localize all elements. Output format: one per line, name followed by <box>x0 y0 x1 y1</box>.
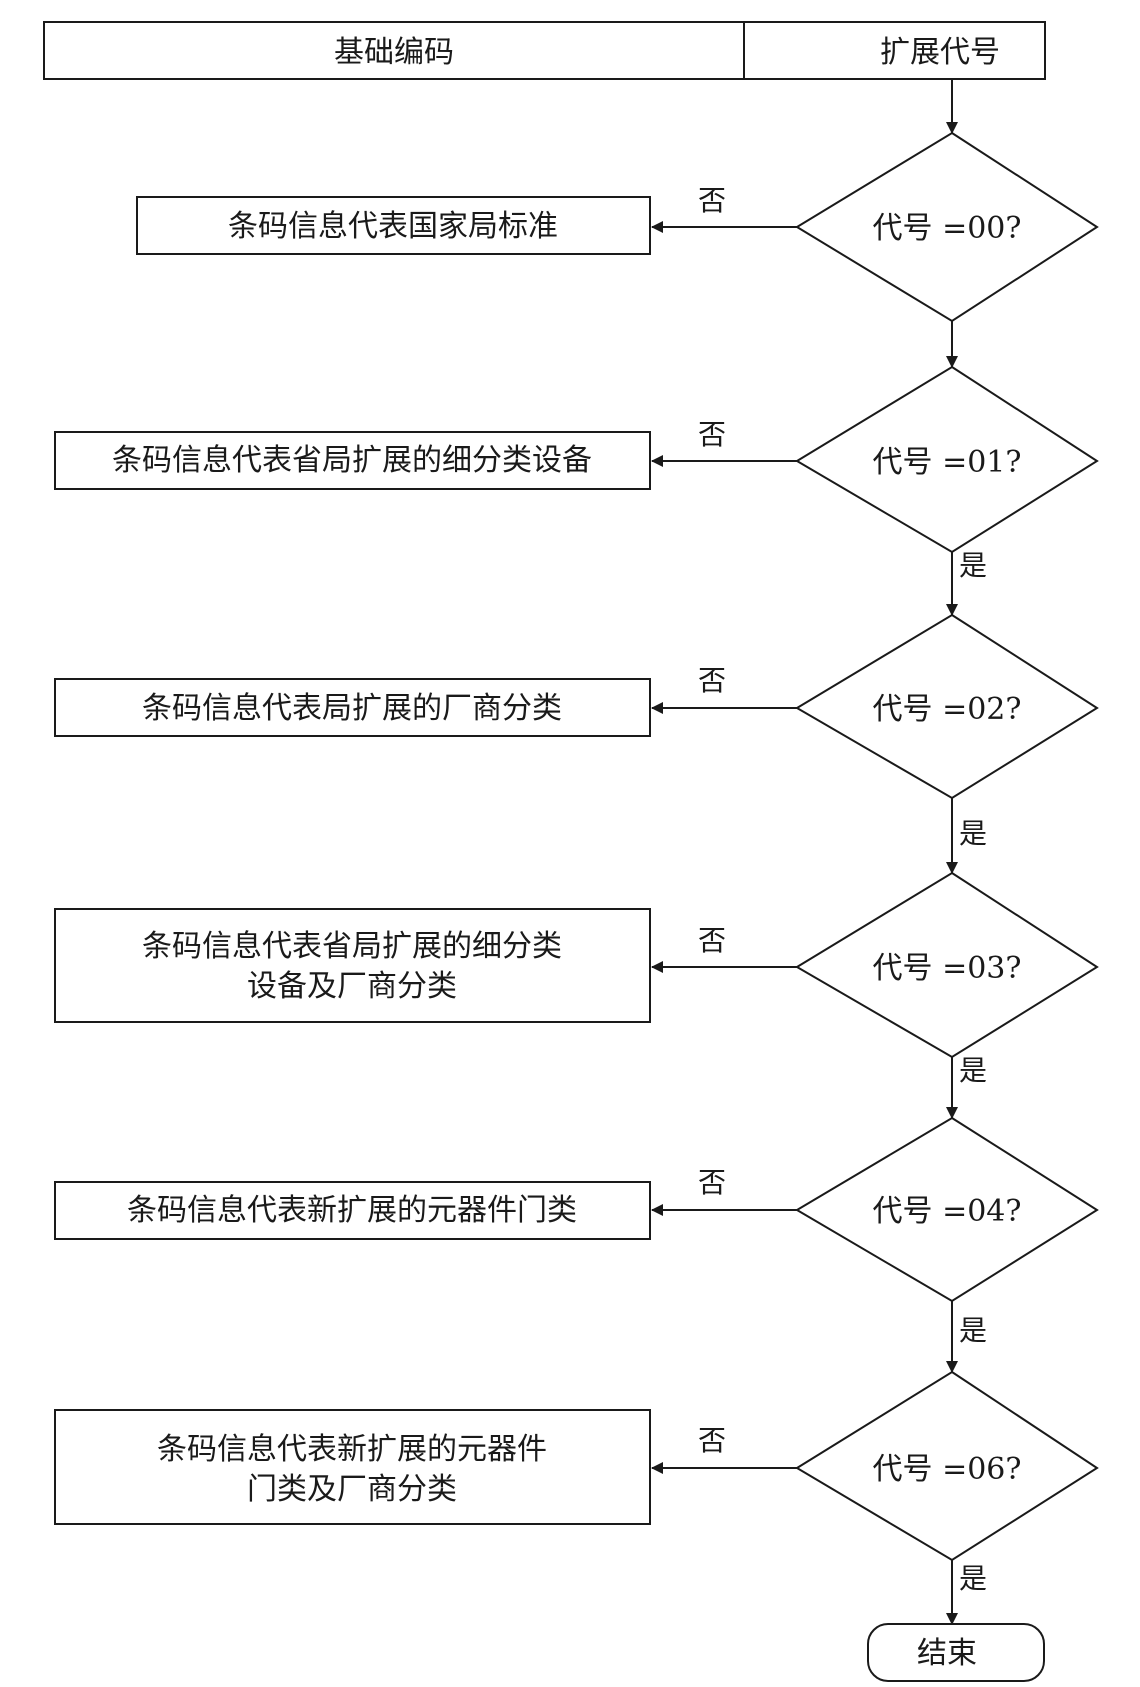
end-terminal <box>867 1623 1045 1682</box>
no-label-01: 否 <box>698 418 726 451</box>
result-text-00: 条码信息代表国家局标准 <box>228 209 558 244</box>
result-box-01 <box>54 431 651 490</box>
yes-label-04: 是 <box>959 1314 987 1347</box>
result-box-06 <box>54 1409 651 1525</box>
result-box-03 <box>54 908 651 1023</box>
decision-02-label: 代号 =02? <box>873 692 1022 727</box>
result-text-04: 条码信息代表新扩展的元器件门类 <box>127 1193 577 1228</box>
yes-label-02: 是 <box>959 817 987 850</box>
decision-04-label: 代号 =04? <box>873 1194 1022 1229</box>
result-text-02: 条码信息代表局扩展的厂商分类 <box>142 691 562 726</box>
result-box-02 <box>54 678 651 737</box>
decision-06-label: 代号 =06? <box>873 1452 1022 1487</box>
result-text-06-line1: 条码信息代表新扩展的元器件 <box>157 1432 547 1467</box>
result-box-00 <box>136 196 651 255</box>
yes-label-01: 是 <box>959 549 987 582</box>
no-label-03: 否 <box>698 924 726 957</box>
no-label-06: 否 <box>698 1424 726 1457</box>
no-label-00: 否 <box>698 184 726 217</box>
result-text-03-line2: 设备及厂商分类 <box>247 969 457 1004</box>
header-bar <box>43 21 1046 80</box>
result-text-01: 条码信息代表省局扩展的细分类设备 <box>112 443 592 478</box>
result-box-04 <box>54 1181 651 1240</box>
ext-code-label: 扩展代号 <box>880 35 1000 70</box>
result-text-03-line1: 条码信息代表省局扩展的细分类 <box>142 929 562 964</box>
yes-label-06: 是 <box>959 1562 987 1595</box>
no-label-04: 否 <box>698 1166 726 1199</box>
end-label: 结束 <box>917 1636 977 1671</box>
base-code-label: 基础编码 <box>334 35 454 70</box>
decision-03-label: 代号 =03? <box>873 951 1022 986</box>
decision-00-label: 代号 =00? <box>873 211 1022 246</box>
yes-label-03: 是 <box>959 1054 987 1087</box>
result-text-06-line2: 门类及厂商分类 <box>247 1472 457 1507</box>
decision-01-label: 代号 =01? <box>873 445 1022 480</box>
no-label-02: 否 <box>698 664 726 697</box>
